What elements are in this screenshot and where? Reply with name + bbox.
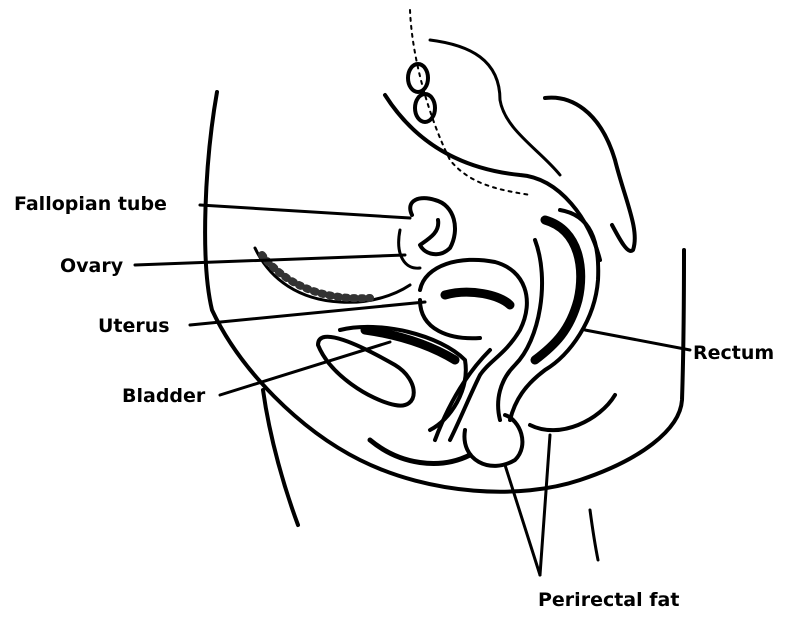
label-fallopian-tube: Fallopian tube [14,193,167,215]
ovary-shape [399,230,420,268]
label-ovary: Ovary [60,255,124,277]
leader-fallopian-tube [200,205,410,218]
dotted-border [410,10,530,195]
buttock-line [590,510,598,560]
leader-bladder [220,342,390,395]
body-outline-lower [263,390,298,525]
fallopian-tube-shape [410,198,455,254]
leader-perirectal-fat-2 [540,435,550,575]
label-perirectal-fat: Perirectal fat [538,589,679,611]
leader-uterus [190,302,425,325]
anal-canal [530,395,615,430]
leader-perirectal-fat-1 [505,465,540,575]
perirectal-pocket [464,415,522,466]
uterine-cavity [445,292,510,305]
shaded-region [262,255,370,298]
leader-rectum [585,330,690,350]
label-rectum: Rectum [693,342,774,364]
perineum [370,440,470,463]
bladder-inner [318,337,414,406]
rectum-outer [510,210,598,420]
label-uterus: Uterus [98,315,170,337]
label-bladder: Bladder [122,385,206,407]
cervix [420,300,480,338]
